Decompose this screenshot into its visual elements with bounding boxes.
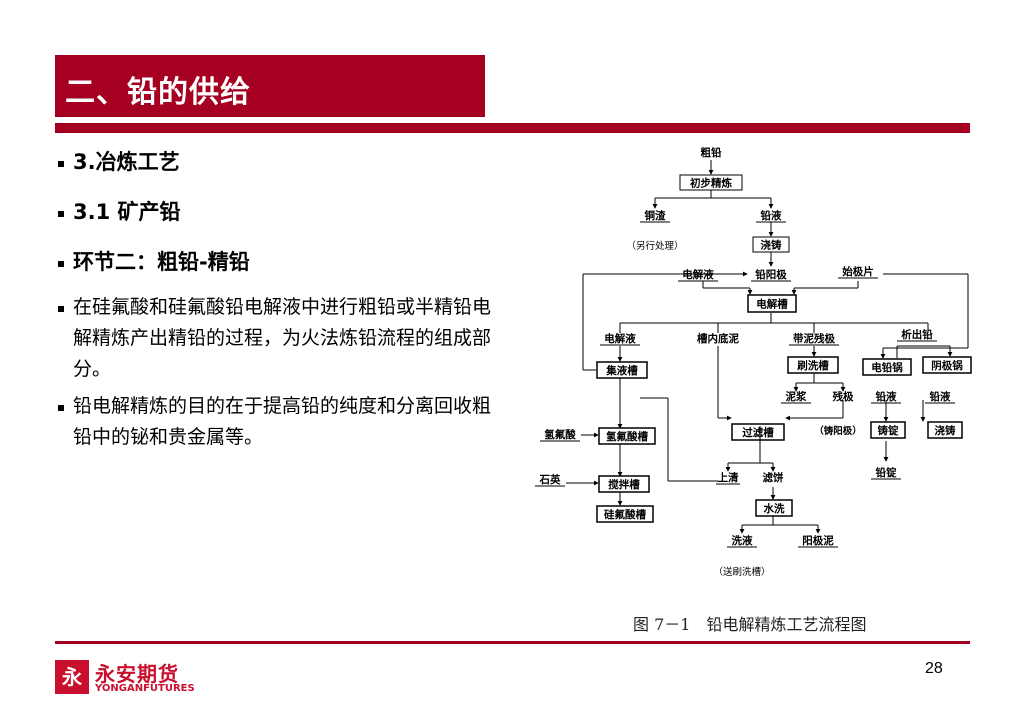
bullet-text: 3.1 矿产铅 <box>73 200 181 224</box>
bullet-item: 3.1 矿产铅 <box>58 192 508 242</box>
node-deposited-lead: 析出铅 <box>901 328 933 341</box>
box-mixing-tank <box>598 475 650 493</box>
node-casting-2: 浇铸 <box>935 424 956 437</box>
bullet-marker <box>58 211 64 217</box>
flowchart-figure: 粗铅 初步精炼 铜渣 铅液 （另行处理） 浇铸 电解液 铅阳极 始极片 电解槽 … <box>535 146 972 578</box>
node-lead-liquid-2: 铅液 <box>876 390 897 403</box>
title-banner: 二、铅的供给 <box>55 55 485 117</box>
bullet-text: 铅电解精炼的目的在于提高铅的纯度和分离回收粗铅中的铋和贵金属等。 <box>73 395 492 448</box>
node-ingot-casting: 铸锭 <box>878 424 899 437</box>
bullet-marker <box>58 261 64 267</box>
node-slimed-anode-scrap: 带泥残极 <box>793 332 835 345</box>
node-supernatant: 上清 <box>718 471 739 484</box>
flow-labels: 粗铅 初步精炼 铜渣 铅液 （另行处理） 浇铸 电解液 铅阳极 始极片 电解槽 … <box>535 146 972 578</box>
node-electrolyte-2: 电解液 <box>604 332 636 345</box>
logo-mark-icon: 永 <box>55 660 89 694</box>
logo-name-cn: 永安期货 <box>95 662 179 686</box>
box-filter-tank <box>731 423 785 441</box>
node-filter-cake: 滤饼 <box>763 471 784 484</box>
box-scrubbing-tank <box>787 356 839 374</box>
node-hydrofluoric-acid: 氢氟酸 <box>544 428 576 441</box>
node-to-anode-casting: （铸阳极） <box>814 425 862 437</box>
slide-title: 二、铅的供给 <box>65 75 251 110</box>
box-collecting-tank <box>596 361 648 379</box>
box-casting-1 <box>752 236 790 253</box>
logo-name-en: YONGANFUTURES <box>95 683 195 694</box>
node-slurry: 泥浆 <box>786 390 807 403</box>
bullet-text: 环节二：粗铅-精铅 <box>73 250 250 274</box>
flow-connectors <box>566 160 969 534</box>
node-lead-ingot: 铅锭 <box>876 466 897 479</box>
box-water-wash <box>755 499 793 517</box>
bullet-item: 铅电解精炼的目的在于提高铅的纯度和分离回收粗铅中的铋和贵金属等。 <box>58 391 508 453</box>
bullet-marker <box>58 405 64 411</box>
node-wash-liquid: 洗液 <box>732 534 753 547</box>
node-copper-dross: 铜渣 <box>645 209 666 222</box>
node-cathode-lead-pot: 阴极锅 <box>931 359 963 372</box>
bullet-item: 3.冶炼工艺 <box>58 142 508 192</box>
node-to-scrubbing: （送刷洗槽） <box>713 566 770 578</box>
node-cell-sludge: 槽内底泥 <box>697 332 739 345</box>
bullet-text: 在硅氟酸和硅氟酸铅电解液中进行粗铅或半精铅电解精炼产出精铅的过程，为火法炼铅流程… <box>73 296 492 380</box>
bottom-divider <box>55 641 970 644</box>
box-cathode-lead-pot <box>922 356 972 374</box>
node-collecting-tank: 集液槽 <box>605 364 638 377</box>
node-fluosilicic-tank: 硅氟酸槽 <box>604 508 646 521</box>
node-anode-slime: 阳极泥 <box>802 534 834 547</box>
node-anode-scrap: 残极 <box>833 390 854 403</box>
node-lead-liquid-3: 铅液 <box>930 390 951 403</box>
box-preliminary-refining <box>679 174 743 191</box>
box-electrolytic-cell <box>747 294 797 313</box>
bullet-text: 3.冶炼工艺 <box>73 150 180 174</box>
node-preliminary-refining: 初步精炼 <box>690 177 732 190</box>
figure-caption: 图 7－1 铅电解精炼工艺流程图 <box>633 615 867 634</box>
box-ingot-casting <box>870 421 906 439</box>
box-electro-lead-pot <box>862 358 912 376</box>
node-electrolyte-1: 电解液 <box>682 268 714 281</box>
node-water-wash: 水洗 <box>763 502 785 515</box>
node-starter-sheet: 始极片 <box>842 265 874 278</box>
box-casting-2 <box>927 421 963 439</box>
company-logo: 永 永安期货 YONGANFUTURES <box>55 658 195 698</box>
node-hf-tank: 氢氟酸槽 <box>606 430 648 443</box>
bullet-item: 在硅氟酸和硅氟酸铅电解液中进行粗铅或半精铅电解精炼产出精铅的过程，为火法炼铅流程… <box>58 292 508 385</box>
node-mixing-tank: 搅拌槽 <box>608 478 640 491</box>
box-hf-tank <box>598 427 656 445</box>
page-number: 28 <box>925 660 943 677</box>
node-casting-1: 浇铸 <box>761 239 782 252</box>
node-crude-lead: 粗铅 <box>701 146 722 159</box>
bullet-marker <box>58 306 64 312</box>
node-filter-tank: 过滤槽 <box>742 426 774 439</box>
node-electro-lead-pot: 电铅锅 <box>871 361 903 374</box>
node-scrubbing-tank: 刷洗槽 <box>797 359 829 372</box>
bullet-item: 环节二：粗铅-精铅 <box>58 242 508 292</box>
box-fluosilicic-tank <box>596 505 654 523</box>
node-quartz: 石英 <box>539 473 561 486</box>
top-divider <box>55 123 970 133</box>
bullet-marker <box>58 161 64 167</box>
node-electrolytic-cell: 电解槽 <box>756 298 788 311</box>
node-separate-treatment: （另行处理） <box>626 240 683 252</box>
bullet-list: 3.冶炼工艺 3.1 矿产铅 环节二：粗铅-精铅 在硅氟酸和硅氟酸铅电解液中进行… <box>58 142 508 459</box>
node-lead-liquid-1: 铅液 <box>761 209 782 222</box>
node-lead-anode: 铅阳极 <box>755 268 787 281</box>
